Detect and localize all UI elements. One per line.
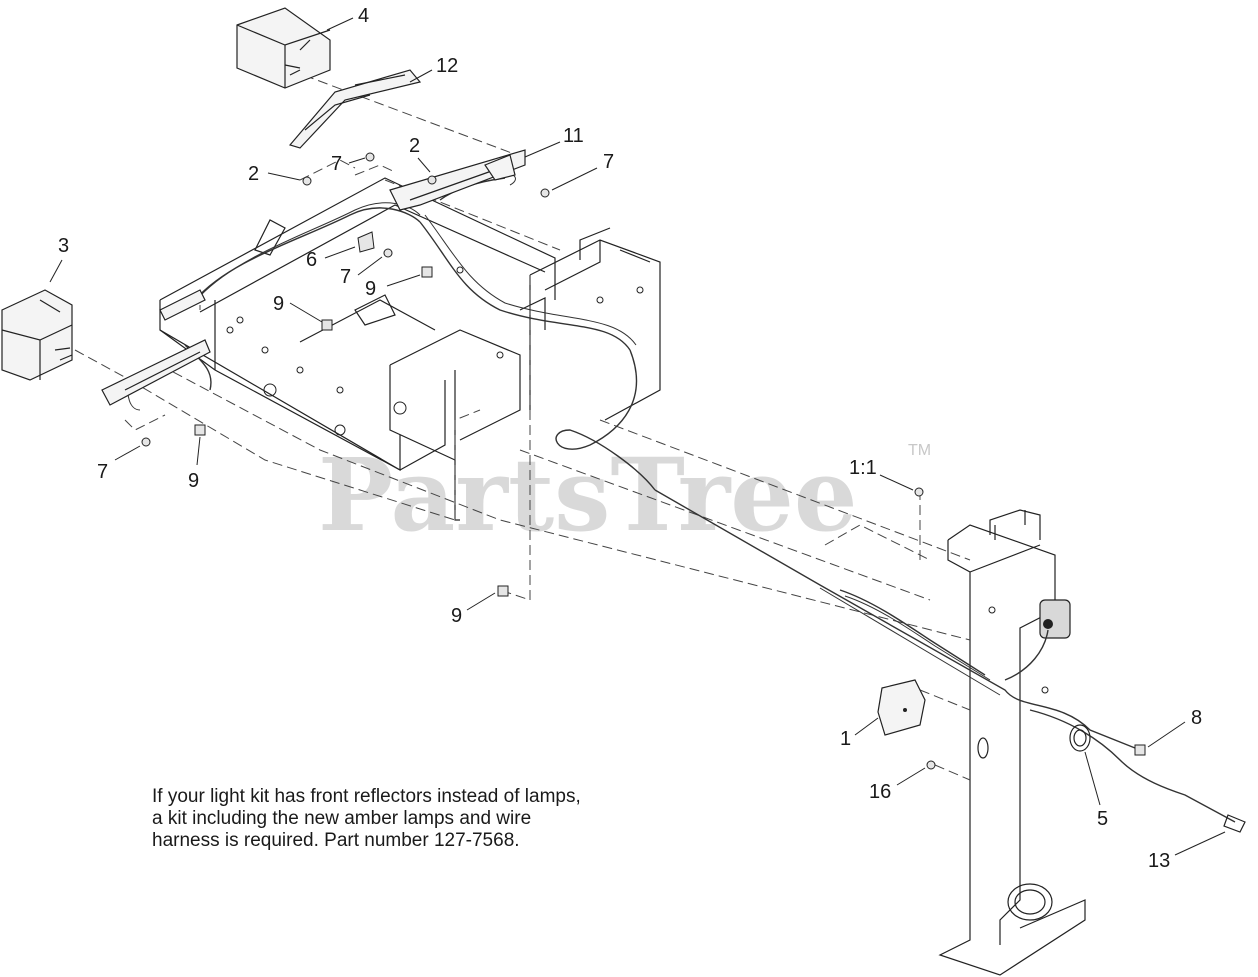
callout-6: 6 (306, 249, 317, 271)
leader-lines (49, 17, 1226, 856)
callout-2-left: 2 (248, 163, 259, 185)
callout-9-left: 9 (188, 470, 199, 492)
nut-16 (926, 760, 936, 770)
nut-7a (365, 152, 375, 162)
kit-note-line-2: a kit including the new amber lamps and … (152, 808, 532, 829)
bracket-12 (288, 69, 422, 149)
callout-7-right: 7 (603, 151, 614, 173)
assembly-lines (74, 69, 971, 781)
bolt-2b (427, 175, 437, 185)
clip-9a (321, 319, 333, 331)
bracket-11 (389, 149, 526, 211)
lamp-3 (1, 289, 73, 381)
callout-1-1: 1:1 (849, 457, 877, 479)
callout-11: 11 (563, 125, 584, 147)
callout-9-upper: 9 (365, 278, 376, 300)
nut-7b (540, 188, 550, 198)
nut-1-1 (914, 487, 924, 497)
watermark-trademark: TM (908, 442, 931, 459)
callout-5: 5 (1097, 808, 1108, 830)
callout-3: 3 (58, 235, 69, 257)
grommet-5 (1069, 724, 1091, 752)
kit-note: If your light kit has front reflectors i… (152, 786, 692, 852)
bolt-2a (302, 176, 312, 186)
clamp-6 (357, 231, 375, 253)
nut-7c (383, 248, 393, 258)
rear-tower (938, 509, 1086, 976)
callout-1: 1 (840, 728, 851, 750)
lamp-4 (236, 7, 331, 89)
clip-9c (194, 424, 206, 436)
callout-4: 4 (358, 5, 369, 27)
fasteners (141, 152, 1146, 770)
callout-12: 12 (436, 55, 458, 77)
callout-7-left: 7 (97, 461, 108, 483)
callout-2-right: 2 (409, 135, 420, 157)
callout-9-frame: 9 (273, 293, 284, 315)
callout-8: 8 (1191, 707, 1202, 729)
nut-7d (141, 437, 151, 447)
left-bracket (101, 289, 211, 406)
reflector-1 (877, 679, 926, 736)
connector-8 (1134, 744, 1146, 756)
callout-7-top: 7 (331, 153, 342, 175)
wire-harness (127, 173, 1246, 833)
kit-note-line-3: harness is required. Part number 127-756… (152, 830, 520, 851)
kit-note-line-1: If your light kit has front reflectors i… (152, 786, 581, 807)
callout-7-mid: 7 (340, 266, 351, 288)
watermark-text: PartsTree (318, 436, 858, 554)
clip-9d (497, 585, 509, 597)
watermark: PartsTree TM (318, 436, 931, 554)
callout-16: 16 (869, 781, 891, 803)
callout-labels: 4 12 2 2 7 11 7 3 6 7 9 9 7 9 1:1 9 8 1 … (58, 5, 1202, 872)
callout-9-lower: 9 (451, 605, 462, 627)
clip-9b (421, 266, 433, 278)
callout-13: 13 (1148, 850, 1170, 872)
